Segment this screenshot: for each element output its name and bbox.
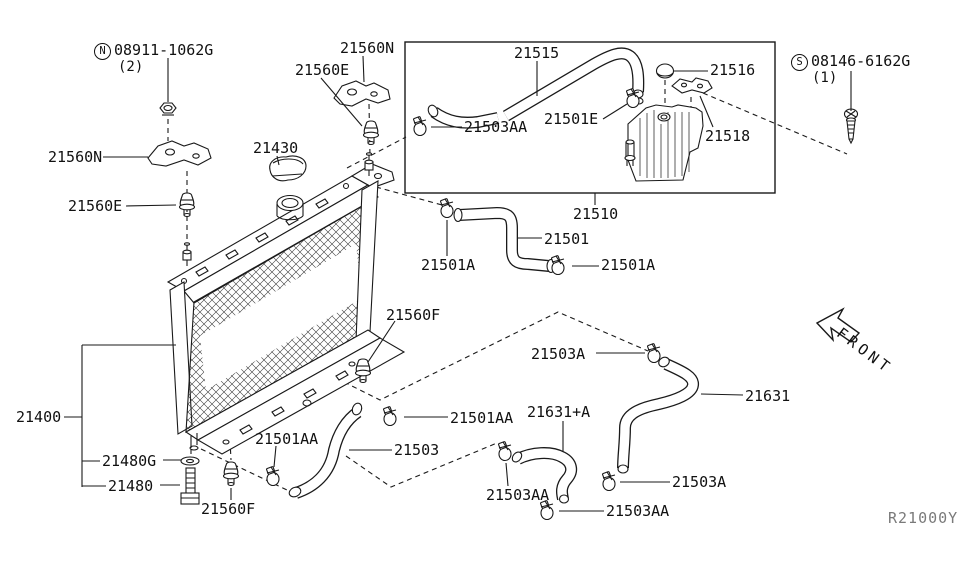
lower-radiator-hose-21503 [288,402,363,499]
reservoir-hose-21515 [427,47,645,129]
bracket-icon [147,140,212,167]
part-label-21560E-left: 21560E [68,197,123,215]
part-label-21501A-left: 21501A [421,256,476,274]
part-label-21631plusA: 21631+A [527,403,591,421]
part-label-21510: 21510 [573,205,619,223]
heater-hose-21631 [617,356,699,474]
drain-plug-icon [180,467,200,505]
hose-clamp-icon [550,254,565,276]
diagram-ref-code: R21000Y [888,509,959,527]
part-label-21631: 21631 [745,387,791,405]
part-label-21501AA-right: 21501AA [450,409,514,427]
tank-bracket-icon [671,77,713,94]
part-label-21501AA-left: 21501AA [255,430,319,448]
fastener-qty-screw: (1) [812,70,838,86]
part-label-21560F-bottom: 21560F [201,500,256,518]
bracket-icon [333,80,391,107]
part-label-21503A-upper: 21503A [531,345,586,363]
radiator-top-tank [183,184,379,304]
part-label-21518: 21518 [705,127,751,145]
part-label-21503AA-mid: 21503AA [486,486,550,504]
hose-clamp-icon [382,405,397,427]
nut-icon [159,102,177,116]
hose-clamp-icon [265,465,280,487]
insulator-mount-icon [354,358,372,384]
part-label-21503: 21503 [394,441,440,459]
front-direction-arrow [815,307,861,343]
heater-hose-21631A [511,447,578,504]
circled-s-icon: S [791,54,808,71]
circled-n-icon: N [94,43,111,60]
part-label-21503AA-box: 21503AA [464,118,528,136]
radiator-cap-icon [269,155,307,182]
part-label-21480G: 21480G [102,452,157,470]
filler-neck [276,194,304,221]
assembly-dashed-lines [167,80,848,491]
part-label-21501: 21501 [544,230,590,248]
part-label-21430: 21430 [253,139,299,157]
part-label-21503AA-bottom: 21503AA [606,502,670,520]
hose-clamp-icon [601,470,616,492]
part-label-21503A-bottom: 21503A [672,473,727,491]
reservoir-cap-icon [655,63,675,79]
hose-clamp-icon [497,440,512,462]
screw-icon [843,108,859,145]
part-label-21515: 21515 [514,44,560,62]
part-label-21560N-left: 21560N [48,148,103,166]
part-label-21516: 21516 [710,61,756,79]
drain-washer-icon [180,456,200,466]
part-label-21480: 21480 [108,477,154,495]
part-label-21501A-right: 21501A [601,256,656,274]
part-label-21560E-top: 21560E [295,61,350,79]
leader-lines [64,55,852,512]
insulator-mount-icon [222,461,240,487]
radiator [166,152,406,455]
part-label-21400: 21400 [16,408,62,426]
part-label-21560N-top: 21560N [340,39,395,57]
part-label-21501E: 21501E [544,110,599,128]
fastener-qty-nut: (2) [118,59,144,75]
mounting-stud-icon [182,242,192,267]
insulator-mount-icon [178,192,196,218]
hose-clamp-icon [646,342,661,364]
part-label-21560F-mid: 21560F [386,306,441,324]
hose-clamp-icon [439,197,454,219]
insulator-mount-icon [362,120,380,146]
core-highlight [200,244,362,390]
